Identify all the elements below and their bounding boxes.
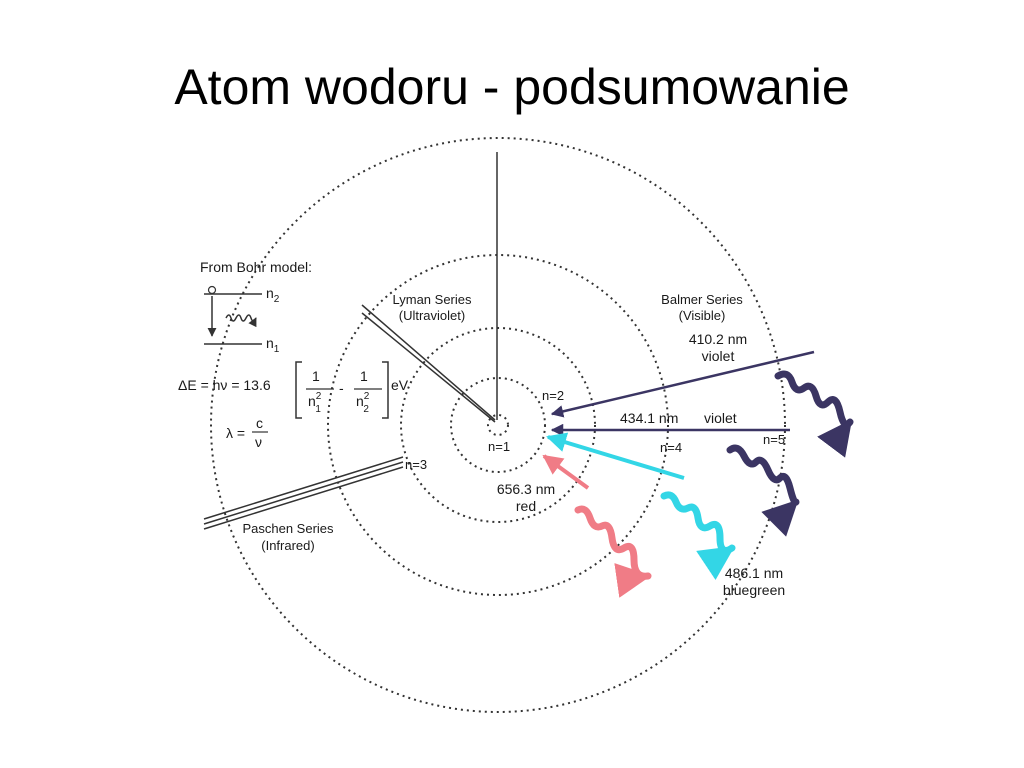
orbit-n2 [450, 377, 546, 473]
paschen-series-range: (Infrared) [261, 538, 314, 553]
lyman-series-range: (Ultraviolet) [399, 308, 465, 323]
photon-656 [574, 505, 652, 598]
eq-one-b: 1 [360, 368, 368, 384]
arrow-410-transition [550, 350, 815, 418]
color-656: red [516, 498, 536, 514]
arrow-486-transition [546, 432, 685, 480]
slide-title: Atom wodoru - podsumowanie [174, 59, 850, 115]
paschen-line-a [203, 456, 404, 520]
photon-486 [660, 491, 736, 581]
bohr-n1-label: n1 [266, 335, 280, 355]
lyman-line-b [361, 312, 496, 423]
eq-minus: - [339, 380, 344, 396]
lambda-denominator: ν [255, 434, 262, 450]
orbit-n5 [210, 137, 786, 713]
color-410: violet [702, 348, 735, 364]
level-label-n5: n=5 [763, 432, 785, 447]
paschen-line-c [203, 466, 404, 530]
wavelength-486: 486.1 nm [725, 565, 783, 581]
lambda-numerator: c [256, 415, 263, 431]
bohr-heading: From Bohr model: [200, 259, 312, 275]
emitted-photon-icon [225, 314, 257, 328]
level-label-n2: n=2 [542, 388, 564, 403]
lambda-equation-lhs: λ = [226, 425, 245, 441]
lyman-series-name: Lyman Series [393, 292, 472, 307]
level-label-n1: n=1 [488, 439, 510, 454]
bohr-n2-label: n2 [266, 285, 280, 305]
balmer-series-name: Balmer Series [661, 292, 743, 307]
lyman-line-a [361, 304, 496, 421]
bracket-left [295, 361, 302, 419]
wavelength-434: 434.1 nm [620, 410, 678, 426]
orbit-n4 [327, 254, 669, 596]
bracket-right [382, 361, 389, 419]
electron-icon [207, 285, 217, 295]
orbit-n3 [400, 327, 596, 523]
wavelength-656: 656.3 nm [497, 481, 555, 497]
photon-410 [774, 370, 854, 458]
balmer-series-range: (Visible) [679, 308, 726, 323]
paschen-line-b [203, 461, 404, 525]
color-434: violet [704, 410, 737, 426]
paschen-series-name: Paschen Series [242, 521, 334, 536]
wavelength-410: 410.2 nm [689, 331, 747, 347]
eq-unit: eV [391, 377, 409, 393]
eq-one-a: 1 [312, 368, 320, 384]
orbit-n1 [487, 414, 509, 436]
photon-434 [726, 444, 800, 537]
color-486: bluegreen [723, 582, 785, 598]
level-label-n3: n=3 [405, 457, 427, 472]
level-label-n4: n=4 [660, 440, 682, 455]
arrow-656-transition [542, 454, 590, 490]
energy-equation-lhs: ΔE = hν = 13.6 [178, 377, 271, 393]
